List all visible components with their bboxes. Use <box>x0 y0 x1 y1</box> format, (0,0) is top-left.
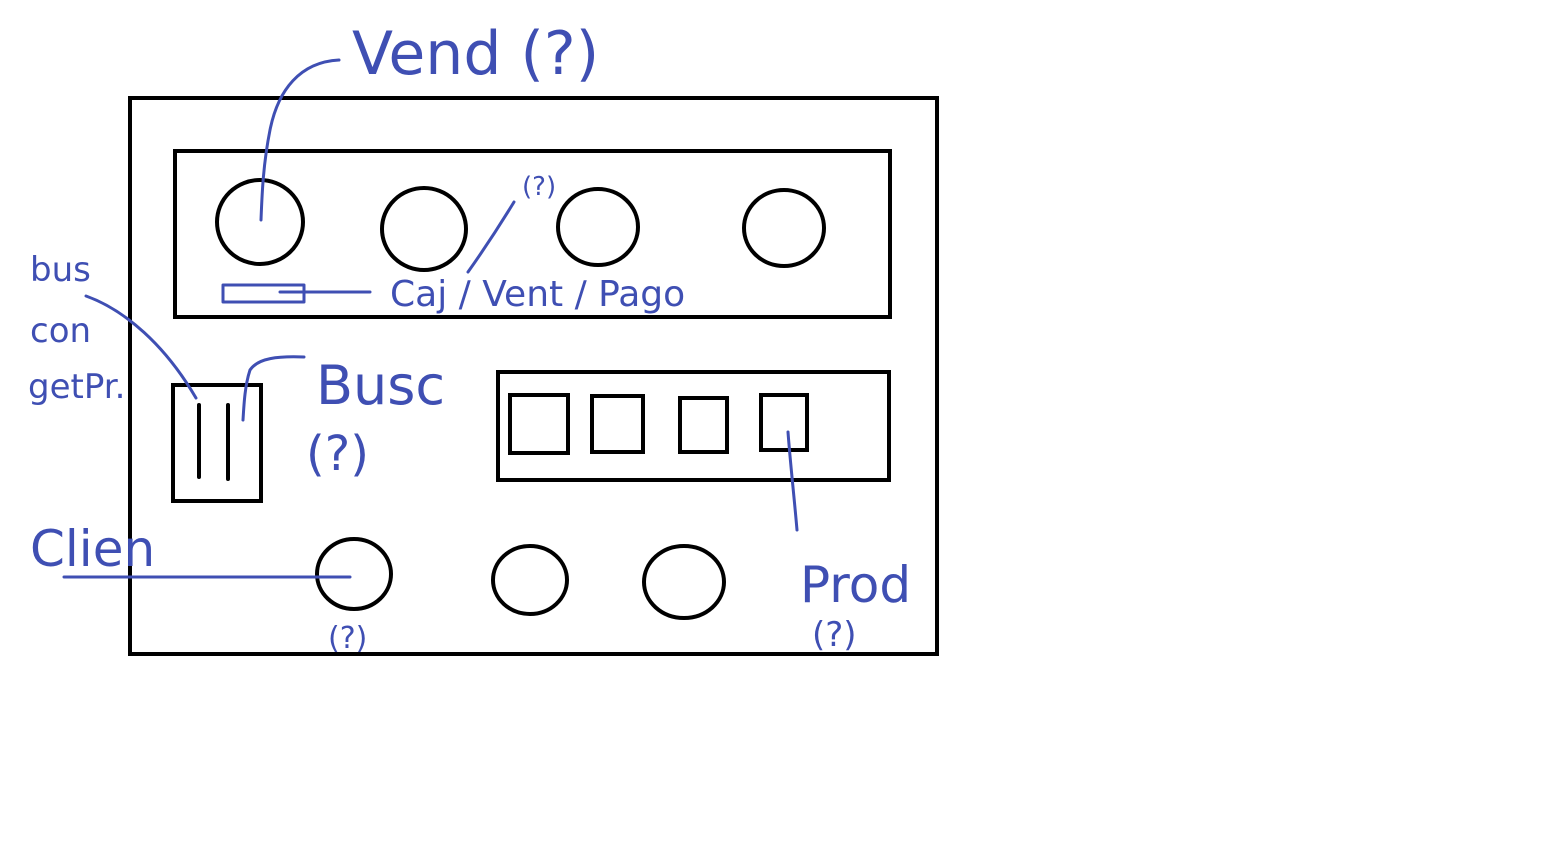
search-box[interactable] <box>171 383 263 503</box>
prod-annotation-line1: Prod <box>800 556 911 614</box>
vend-annotation: Vend (?) <box>352 19 599 89</box>
bus-annotation-line2: con <box>30 311 91 351</box>
clien-annotation: Clien <box>30 520 155 578</box>
caj-vent-pago-annotation: Caj / Vent / Pago <box>390 274 685 315</box>
bus-annotation-line1: bus <box>30 250 91 290</box>
busc-pointer-line <box>241 355 306 422</box>
product-square-3[interactable] <box>678 396 729 454</box>
top-panel <box>173 149 892 319</box>
top-question-annotation: (?) <box>522 172 556 202</box>
top-round-button-1[interactable] <box>215 178 305 266</box>
busc-annotation-line1: Busc <box>316 354 445 417</box>
prod-pointer-line <box>786 430 799 532</box>
clien-question-annotation: (?) <box>328 621 367 656</box>
bus-annotation-line3: getPr. <box>28 367 125 407</box>
product-square-2[interactable] <box>590 394 645 454</box>
outer-frame <box>128 96 939 656</box>
vend-pointer-line <box>259 58 341 222</box>
product-square-1[interactable] <box>508 393 570 455</box>
product-square-4[interactable] <box>759 393 809 452</box>
top-question-pointer-line <box>466 200 516 274</box>
busc-annotation-line2: (?) <box>306 426 369 482</box>
product-panel <box>496 370 891 482</box>
prod-annotation-line2: (?) <box>812 615 857 655</box>
bus-pointer-line <box>84 294 198 400</box>
top-round-button-4[interactable] <box>742 188 826 268</box>
top-round-button-2[interactable] <box>380 186 468 272</box>
bottom-round-button-1[interactable] <box>315 537 393 611</box>
bottom-round-button-2[interactable] <box>491 544 569 616</box>
bottom-round-button-3[interactable] <box>642 544 726 620</box>
top-round-button-3[interactable] <box>556 187 640 267</box>
